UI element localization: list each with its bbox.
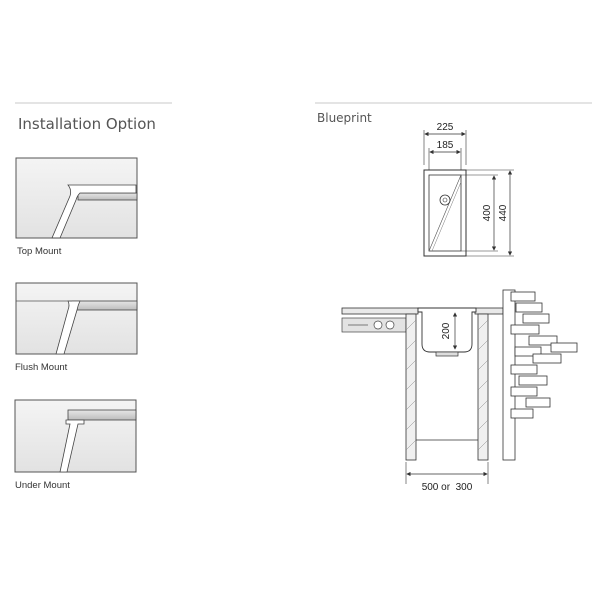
dim-bowl-depth: 200: [441, 322, 452, 339]
flush-mount-illustration: [15, 282, 138, 355]
under-mount-illustration: [14, 399, 137, 473]
flush-mount-label: Flush Mount: [15, 362, 68, 373]
top-mount-illustration: [15, 157, 138, 239]
dim-inner-length: 400: [482, 204, 493, 221]
dim-outer-length: 440: [498, 204, 509, 221]
dim-inner-width: 185: [437, 140, 454, 151]
blueprint-title: Blueprint: [317, 111, 372, 125]
dim-outer-width: 225: [437, 122, 454, 133]
sink-top-view: [423, 130, 514, 257]
top-mount-label: Top Mount: [17, 246, 62, 257]
dim-cabinet-width: 500 or 300: [422, 482, 473, 493]
cabinet-section-view: [341, 289, 578, 484]
installation-title: Installation Option: [18, 115, 156, 133]
under-mount-label: Under Mount: [15, 480, 70, 491]
